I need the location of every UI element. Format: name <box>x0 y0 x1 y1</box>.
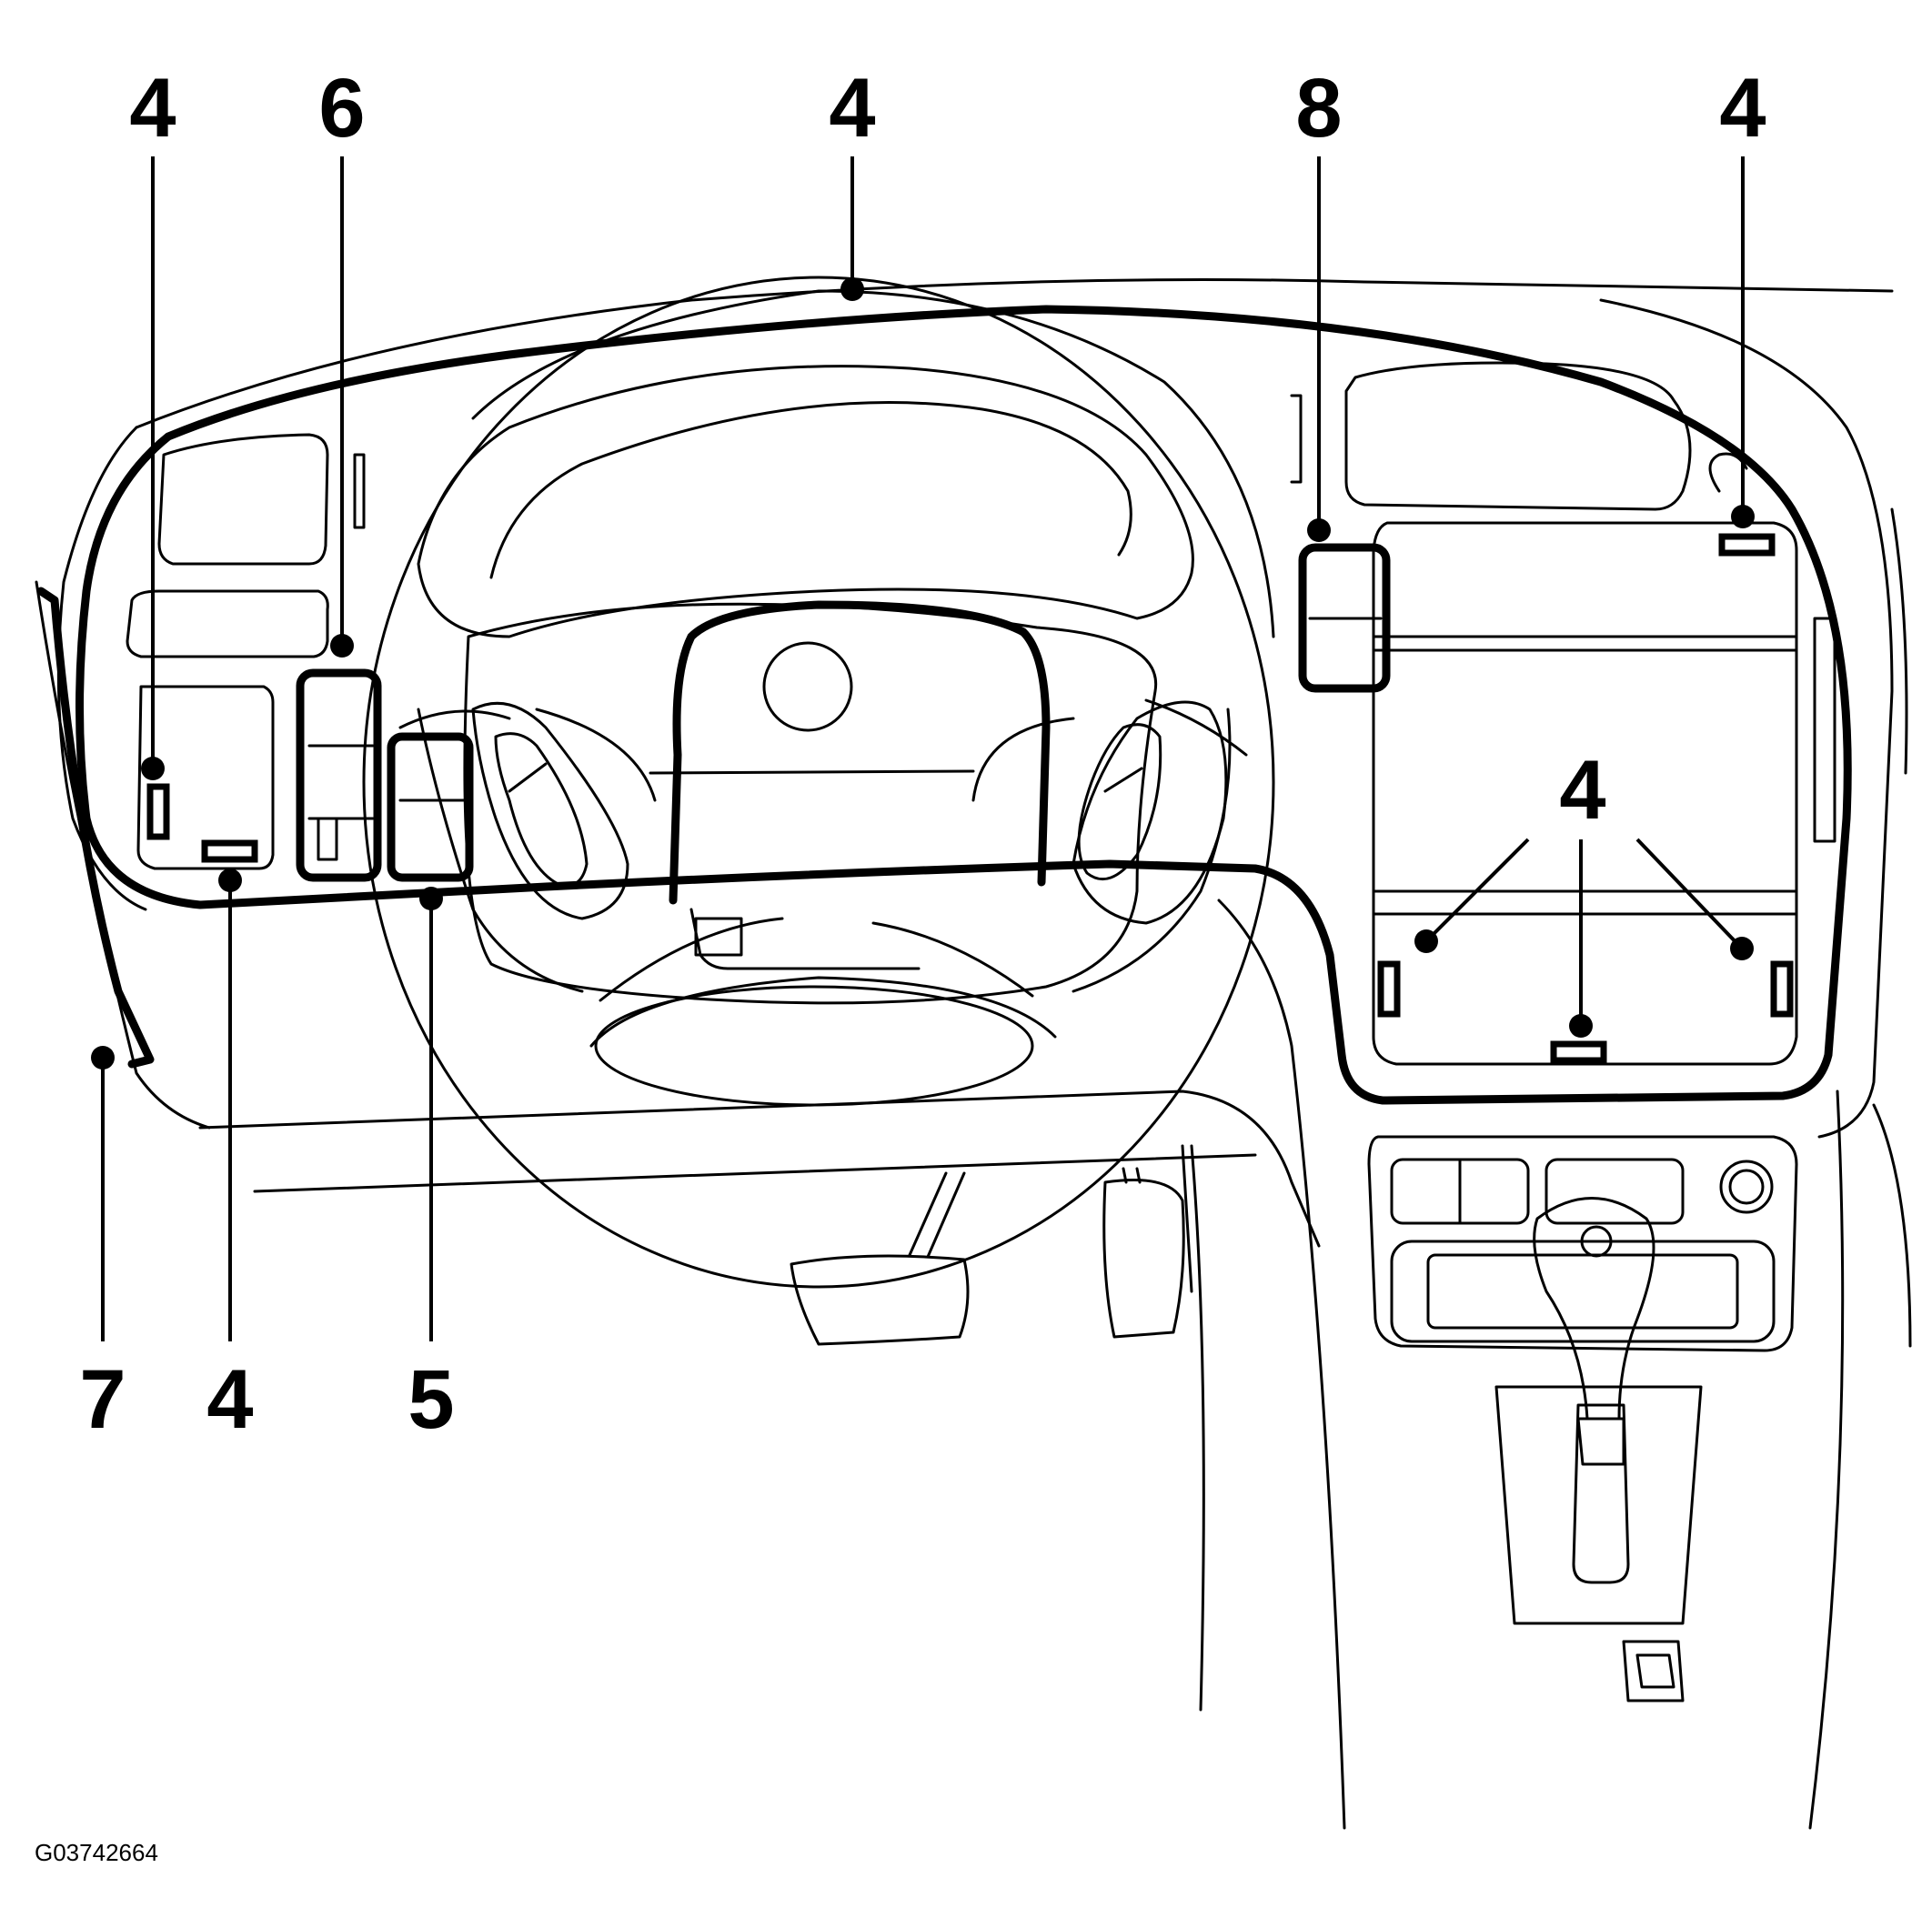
callout-6: 6 <box>318 62 365 155</box>
callout-5: 5 <box>408 1353 454 1446</box>
callout-4-right-mid: 4 <box>1559 744 1605 837</box>
clip-stack-bottom <box>1550 1040 1607 1064</box>
clip-left-bottom <box>201 839 258 863</box>
clip-markers <box>146 533 1794 1064</box>
callout-4-left-top: 4 <box>129 62 176 155</box>
center-upper-right <box>1290 361 1836 1066</box>
callout-4-left-bottom: 4 <box>206 1353 253 1446</box>
steering-wheel <box>362 276 1275 1289</box>
leaders <box>91 156 1755 1341</box>
clip-stack-right <box>1770 960 1794 1018</box>
clip-stack-left <box>1377 960 1401 1018</box>
callout-7: 7 <box>79 1353 126 1446</box>
left-switch-panel <box>126 433 474 882</box>
dashboard-outline <box>35 278 1912 1830</box>
callout-4-center-top: 4 <box>829 62 875 155</box>
center-console <box>1367 1135 1798 1702</box>
pedals <box>790 1167 1185 1346</box>
figure-id: G03742664 <box>35 1839 158 1866</box>
callout-4-right-top: 4 <box>1719 62 1766 155</box>
clip-left-panel <box>146 783 170 840</box>
clip-upper-right <box>1718 533 1776 557</box>
callout-labels: 4 6 4 8 4 4 7 4 5 <box>79 62 1766 1446</box>
callout-8: 8 <box>1295 62 1342 155</box>
